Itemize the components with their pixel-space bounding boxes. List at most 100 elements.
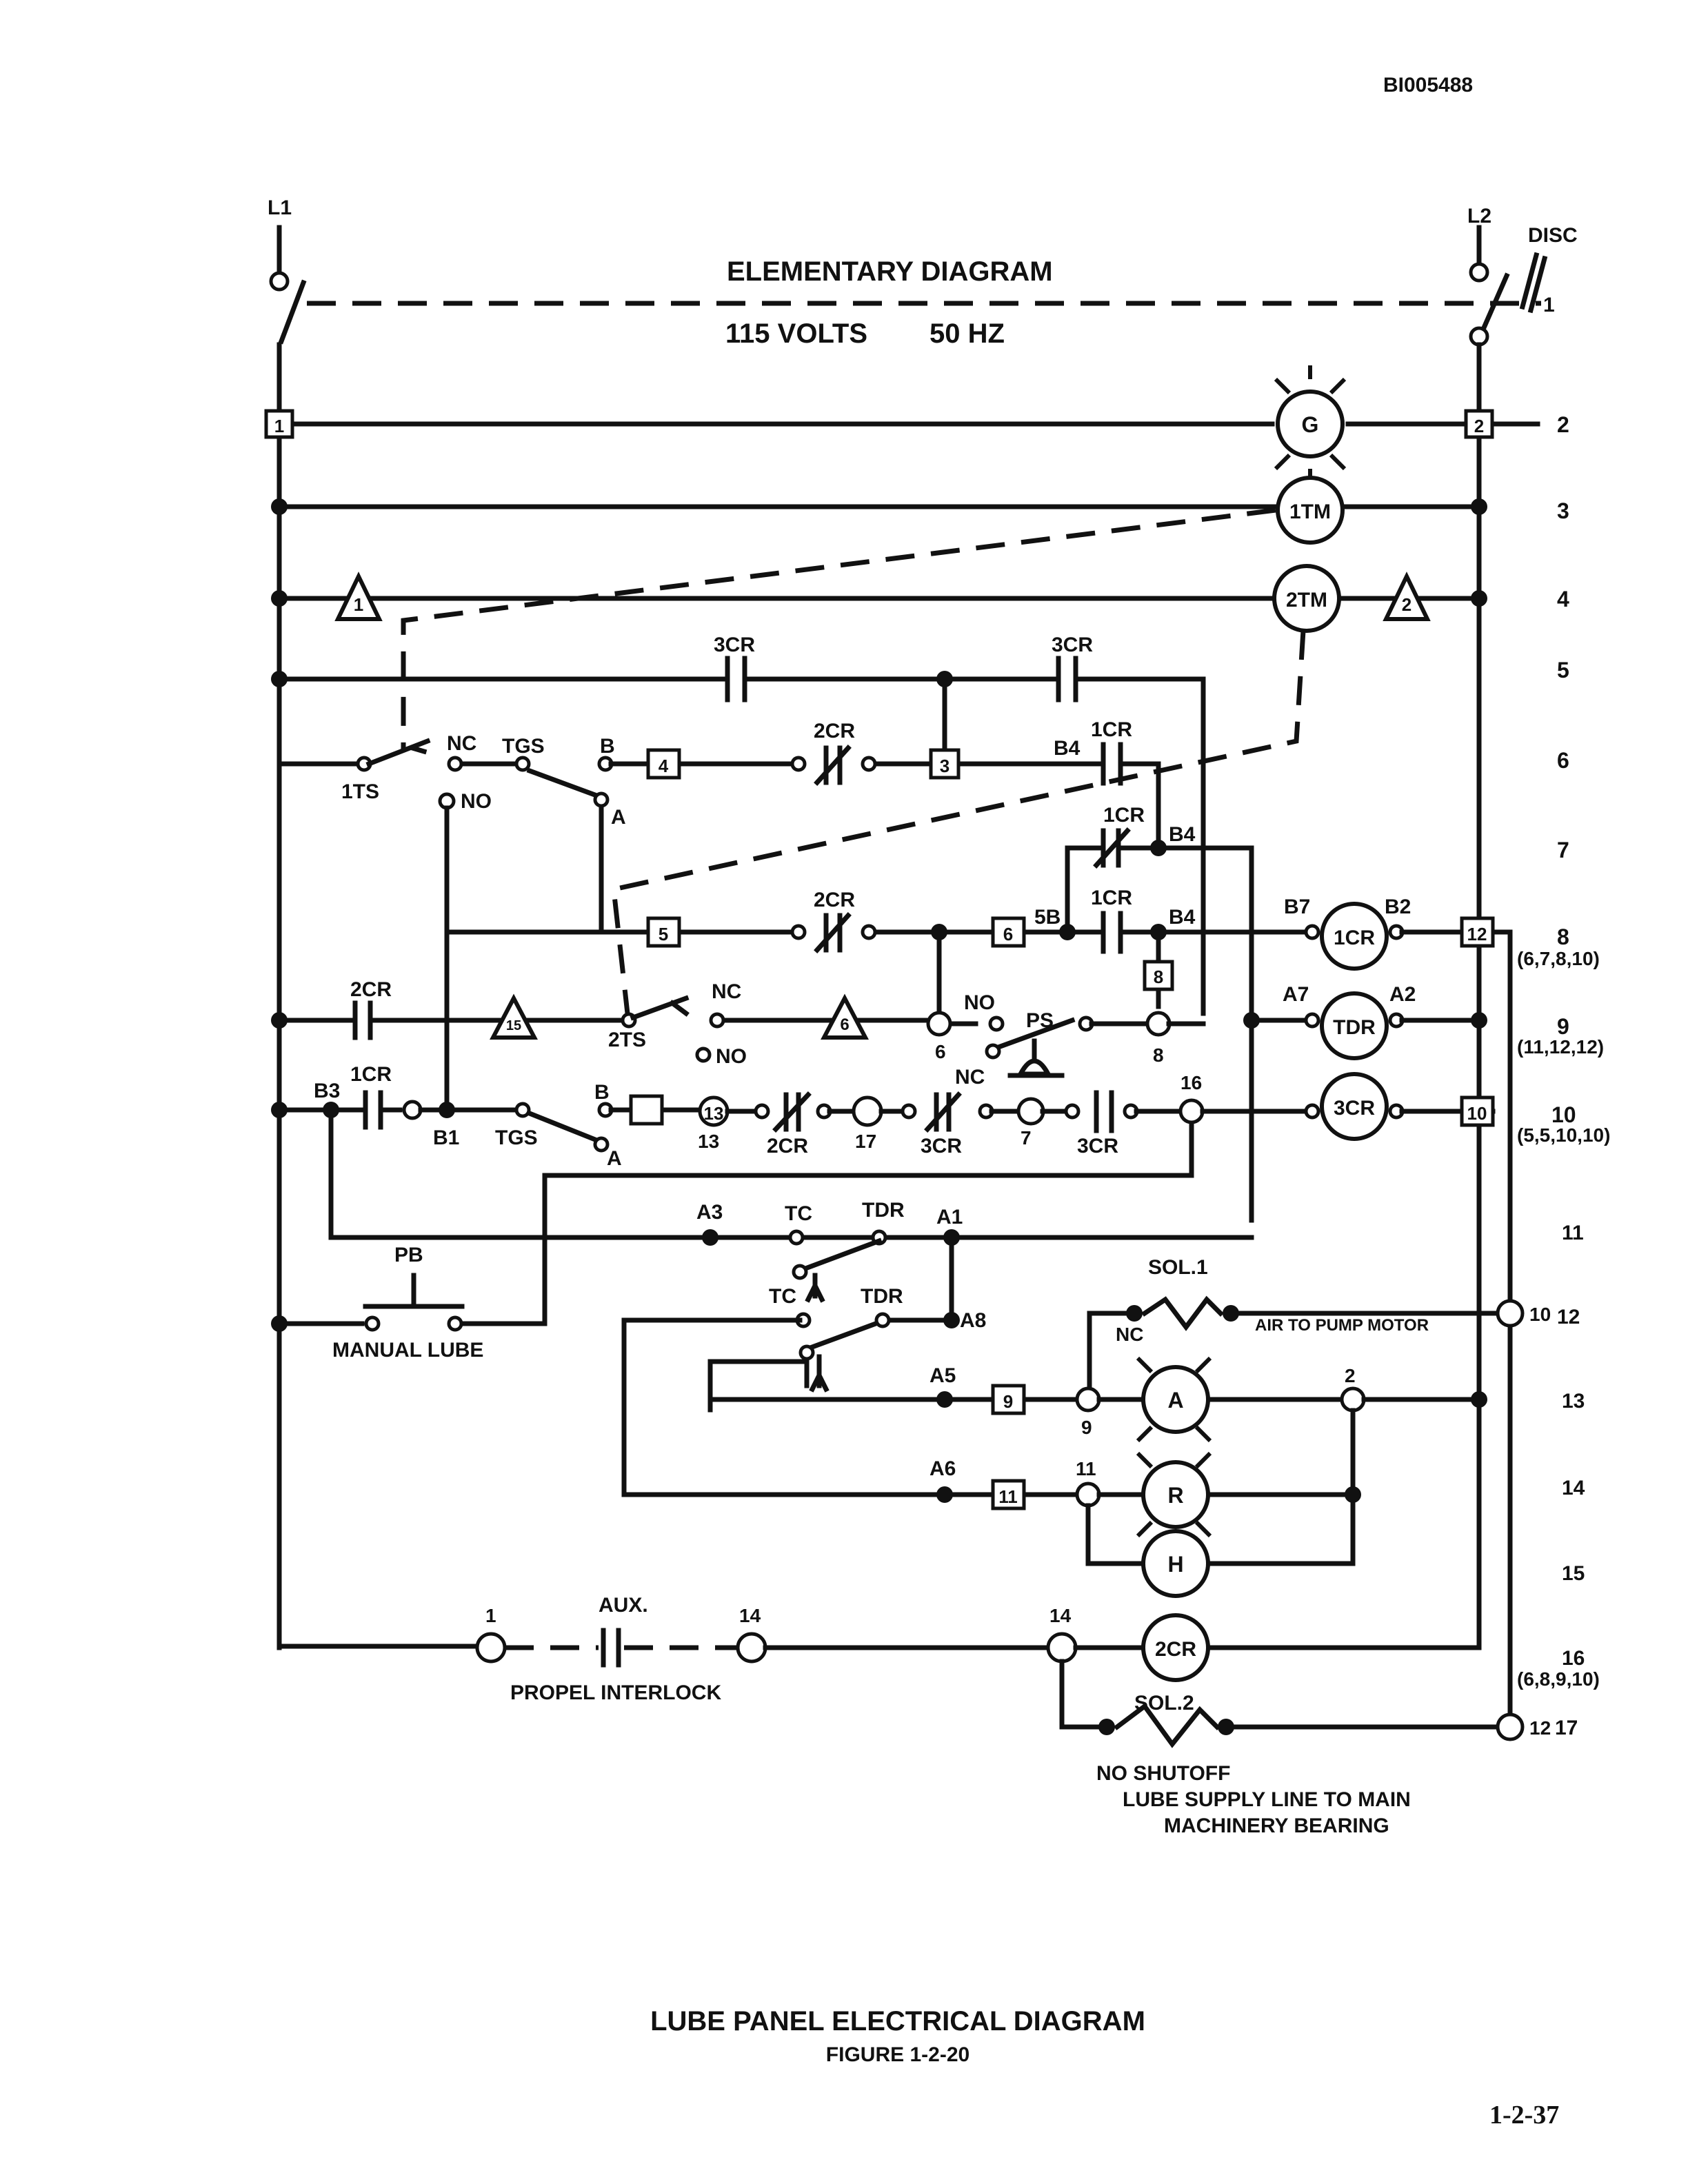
- machinery-bearing-label: MACHINERY BEARING: [1164, 1814, 1389, 1837]
- node-16-label: 16: [1180, 1072, 1202, 1093]
- rung-8: [444, 911, 1513, 1730]
- timer-tdr2-label: TDR: [861, 1285, 903, 1308]
- propel-node-14a-label: 14: [739, 1605, 761, 1626]
- coil-1cr: [1320, 902, 1389, 971]
- lube-supply-line-label: LUBE SUPPLY LINE TO MAIN: [1123, 1788, 1411, 1811]
- coil-3cr-label: 3CR: [1334, 1097, 1375, 1120]
- rung-5: [271, 656, 1206, 1016]
- row-number: 3: [1557, 498, 1569, 523]
- switch-1ts-label: 1TS: [341, 780, 379, 803]
- row-number: 4: [1557, 587, 1569, 611]
- pushbutton-pb-label: PB: [394, 1244, 423, 1266]
- terminal-9-label: 9: [1003, 1391, 1013, 1412]
- rung-6: [277, 738, 1161, 1106]
- contact-no-r9-label: NO: [716, 1045, 747, 1068]
- lamp-r-label: R: [1167, 1483, 1183, 1508]
- sol1-label: SOL.1: [1148, 1256, 1208, 1279]
- contact-3cr-r10b-label: 3CR: [1077, 1135, 1118, 1157]
- row-number: 10: [1551, 1102, 1576, 1127]
- row-number: 15: [1562, 1562, 1585, 1585]
- lamp-r: [1141, 1460, 1210, 1529]
- row-number: 16: [1562, 1647, 1585, 1670]
- rung-7: [1065, 761, 1254, 1223]
- contact-1cr-r7-label: 1CR: [1103, 804, 1145, 827]
- contact-no-r9b-label: NO: [964, 991, 995, 1014]
- rung-3: [271, 498, 1487, 515]
- page-number: 1-2-37: [1489, 2101, 1559, 2130]
- switch-b-label: B: [600, 735, 615, 758]
- row-number: 17: [1555, 1717, 1578, 1739]
- row-number-column: 2 3 4 5 6 7 8 9 10 11 12 13 14 15 16 17: [1551, 412, 1585, 1739]
- triangle-1-label: 1: [354, 594, 363, 615]
- diagram-title: ELEMENTARY DIAGRAM: [727, 256, 1053, 287]
- frequency-label: 50 HZ: [930, 318, 1005, 349]
- rung-9: [271, 993, 1487, 1078]
- terminal-10-label: 10: [1467, 1103, 1487, 1124]
- terminal-5-label: 5: [659, 924, 668, 944]
- coil-2tm: [1272, 564, 1341, 633]
- terminal-2: [1464, 409, 1494, 439]
- air-to-pump-label: AIR TO PUMP MOTOR: [1255, 1316, 1429, 1335]
- coil-tdr-label: TDR: [1333, 1016, 1376, 1039]
- switch-2ts-label: 2TS: [608, 1029, 646, 1051]
- row-number: 9: [1557, 1014, 1569, 1039]
- propel-interlock-label: PROPEL INTERLOCK: [510, 1681, 721, 1704]
- switch-ps-label: PS: [1026, 1009, 1054, 1032]
- contact-1cr-r10-label: 1CR: [350, 1063, 392, 1086]
- row-number: 5: [1557, 658, 1569, 682]
- terminal-1: [264, 409, 294, 439]
- contact-no-label: NO: [461, 790, 492, 813]
- timer-tc2-label: TC: [769, 1285, 796, 1308]
- coil-2tm-label: 2TM: [1286, 589, 1327, 611]
- node-a8-label: A8: [960, 1309, 986, 1332]
- contact-1cr-r8-label: 1CR: [1091, 887, 1132, 909]
- coil-2cr: [1141, 1613, 1210, 1682]
- timer-tdr1-label: TDR: [862, 1199, 905, 1222]
- propel-node-14b-label: 14: [1049, 1605, 1072, 1626]
- voltage-label: 115 VOLTS: [725, 318, 867, 349]
- terminal-12-ref: 12: [1529, 1717, 1551, 1739]
- row-number: 2: [1557, 412, 1569, 437]
- lamp-a-label: A: [1167, 1388, 1183, 1413]
- node-17-label: 17: [855, 1131, 876, 1152]
- row-9-refs: (11,12,12): [1517, 1036, 1604, 1058]
- contact-3cr-a-label: 3CR: [714, 634, 755, 656]
- disconnect-number: 1: [1543, 294, 1555, 316]
- switch-tgs-r10-label: TGS: [495, 1126, 538, 1149]
- node-6-label: 6: [935, 1041, 946, 1062]
- lamp-a: [1141, 1365, 1210, 1434]
- coil-3cr: [1320, 1072, 1389, 1141]
- contact-3cr-r10a-label: 3CR: [921, 1135, 962, 1157]
- node-b1-label: B1: [433, 1126, 459, 1149]
- contact-2cr-r6-label: 2CR: [814, 720, 855, 742]
- row-number: 7: [1557, 838, 1569, 862]
- lamp-g: [1276, 390, 1345, 458]
- node-b4-r8-label: B4: [1169, 906, 1196, 929]
- rung-4: [271, 572, 1487, 621]
- row-number: 6: [1557, 748, 1569, 773]
- rung-10: [271, 1090, 1496, 1326]
- node-9-label: 9: [1081, 1417, 1092, 1438]
- terminal-13-label: 13: [704, 1103, 724, 1124]
- terminal-6-label: 6: [1003, 924, 1013, 944]
- row-number: 11: [1562, 1222, 1584, 1244]
- contact-nc-r9-label: NC: [712, 980, 741, 1003]
- switch-b-r10-label: B: [594, 1081, 610, 1104]
- sol1-nc-label: NC: [1116, 1324, 1143, 1345]
- row-number: 14: [1562, 1477, 1585, 1499]
- figure-title: LUBE PANEL ELECTRICAL DIAGRAM: [650, 2006, 1145, 2036]
- line-l2-label: L2: [1467, 205, 1491, 228]
- sol1-circuit: [1087, 1295, 1525, 1395]
- node-11-label: 11: [1076, 1458, 1096, 1479]
- node-b7-label: B7: [1284, 896, 1310, 918]
- terminal-11-label: 11: [998, 1486, 1018, 1507]
- node-b4-r6-label: B4: [1054, 737, 1081, 760]
- switch-tgs-label: TGS: [502, 735, 545, 758]
- terminal-12-label: 12: [1467, 924, 1487, 944]
- meter-h-label: H: [1167, 1552, 1183, 1577]
- document-id: BI005488: [1383, 74, 1473, 97]
- node-5b-label: 5B: [1034, 906, 1061, 929]
- node-b2-label: B2: [1385, 896, 1411, 918]
- rung-17: [1059, 1703, 1525, 1748]
